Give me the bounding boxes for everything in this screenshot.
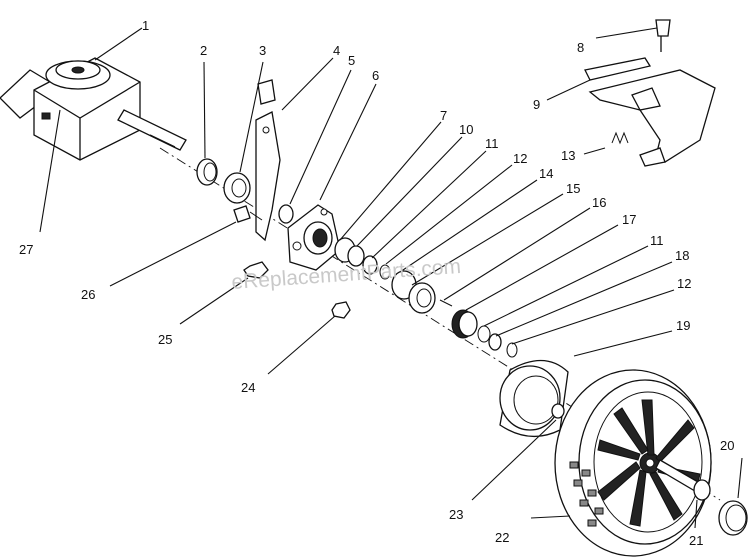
callout-2: 2 (200, 43, 207, 58)
callout-24: 24 (241, 380, 255, 395)
callout-27: 27 (19, 242, 33, 257)
wheel-part (554, 369, 712, 557)
callout-15: 15 (566, 181, 580, 196)
hubcap-part (718, 500, 748, 536)
callout-16: 16 (592, 195, 606, 210)
retaining-ring-part-11 (379, 264, 391, 280)
bolt-part-26 (233, 205, 263, 223)
bushing-part (196, 158, 218, 186)
callout-10: 10 (459, 122, 473, 137)
callout-5: 5 (348, 53, 355, 68)
spacer-part (347, 245, 365, 267)
washer-part (223, 79, 276, 204)
callout-21: 21 (689, 533, 703, 548)
spring-part (611, 131, 629, 145)
leader-lines (39, 27, 743, 529)
callout-22: 22 (495, 530, 509, 545)
callout-14: 14 (539, 166, 553, 181)
callout-3: 3 (259, 43, 266, 58)
callout-11-upper: 11 (485, 136, 499, 151)
callout-12-lower: 12 (677, 276, 691, 291)
nut-part-25 (243, 261, 269, 279)
callout-20: 20 (720, 438, 734, 453)
callout-13: 13 (561, 148, 575, 163)
flange-bearing-part (391, 270, 436, 314)
callout-17: 17 (622, 212, 636, 227)
bracket-part (255, 111, 281, 242)
callout-6: 6 (372, 68, 379, 83)
washer-part-11 (477, 325, 491, 343)
callout-11-lower: 11 (650, 233, 664, 248)
deflector-part (584, 19, 716, 167)
callout-1: 1 (142, 18, 149, 33)
pinion-gear-part (451, 309, 478, 339)
callout-8: 8 (577, 40, 584, 55)
wheel-bolt-part (655, 459, 711, 501)
spacer-part-18 (488, 333, 502, 351)
hub-cover-part (499, 359, 569, 438)
drive-pin-part (439, 299, 453, 307)
callout-7: 7 (440, 108, 447, 123)
callout-23: 23 (449, 507, 463, 522)
callout-18: 18 (675, 248, 689, 263)
callout-numbers: 1 2 3 4 5 6 7 10 11 12 14 15 16 17 11 18… (19, 18, 734, 548)
callout-25: 25 (158, 332, 172, 347)
washer-part-10 (362, 255, 378, 275)
callout-4: 4 (333, 43, 340, 58)
washer-part-23 (551, 403, 565, 419)
retaining-ring-part-12 (506, 342, 518, 358)
gearbox-assembly (0, 57, 187, 161)
callout-26: 26 (81, 287, 95, 302)
axle-bushing-part (278, 204, 294, 224)
callout-19: 19 (676, 318, 690, 333)
nut-part-24 (331, 301, 351, 319)
height-adjuster-housing (287, 204, 341, 271)
callout-12-upper: 12 (513, 151, 527, 166)
callout-9: 9 (533, 97, 540, 112)
tread-pattern (569, 461, 604, 527)
